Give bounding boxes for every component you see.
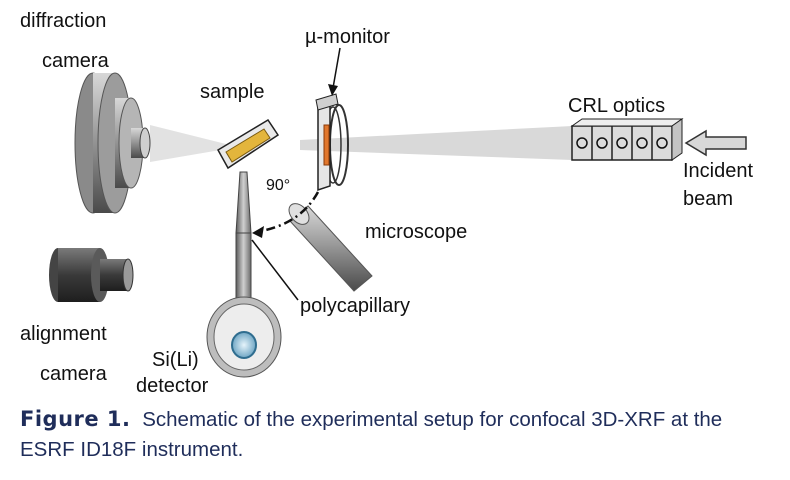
rotation-arc <box>255 191 320 234</box>
incident-beam-arrow <box>684 129 747 157</box>
mu-monitor-pointer-head <box>328 84 338 96</box>
figure-label: Figure 1. <box>20 407 131 431</box>
rotation-arrowhead <box>252 226 264 238</box>
detector-label-line2: detector <box>136 375 209 397</box>
sample-holder <box>216 118 280 170</box>
microscope <box>288 203 373 292</box>
crl-optics <box>570 118 684 161</box>
mu-monitor-label: µ-monitor <box>305 26 390 48</box>
alignment-camera-label-line2: camera <box>40 363 108 385</box>
x-ray-beam <box>300 126 572 160</box>
mu-monitor-pointer <box>332 47 341 89</box>
alignment-camera <box>49 248 134 302</box>
incident-beam-label-line2: beam <box>683 188 733 210</box>
crl-optics-label: CRL optics <box>568 95 665 117</box>
figure-caption-text: Schematic of the experimental setup for … <box>20 408 723 461</box>
diffraction-camera-label-line2: camera <box>42 50 110 72</box>
experimental-setup-diagram: diffraction camera sample µ-monitor CRL … <box>20 10 753 397</box>
si-li-detector <box>206 171 282 378</box>
figure-caption: Figure 1. Schematic of the experimental … <box>20 404 772 465</box>
mu-monitor <box>315 93 349 192</box>
angle-label: 90° <box>266 177 290 194</box>
detector-label-line1: Si(Li) <box>152 349 199 371</box>
diffraction-camera <box>74 72 151 214</box>
sample-label: sample <box>200 81 264 103</box>
incident-beam-label-line1: Incident <box>683 160 753 182</box>
polycapillary-pointer <box>251 239 299 301</box>
microscope-label: microscope <box>365 221 467 243</box>
diffracted-beam <box>150 125 238 162</box>
diffraction-camera-label-line1: diffraction <box>20 10 106 32</box>
alignment-camera-label-line1: alignment <box>20 323 107 345</box>
polycapillary-label: polycapillary <box>300 295 410 317</box>
